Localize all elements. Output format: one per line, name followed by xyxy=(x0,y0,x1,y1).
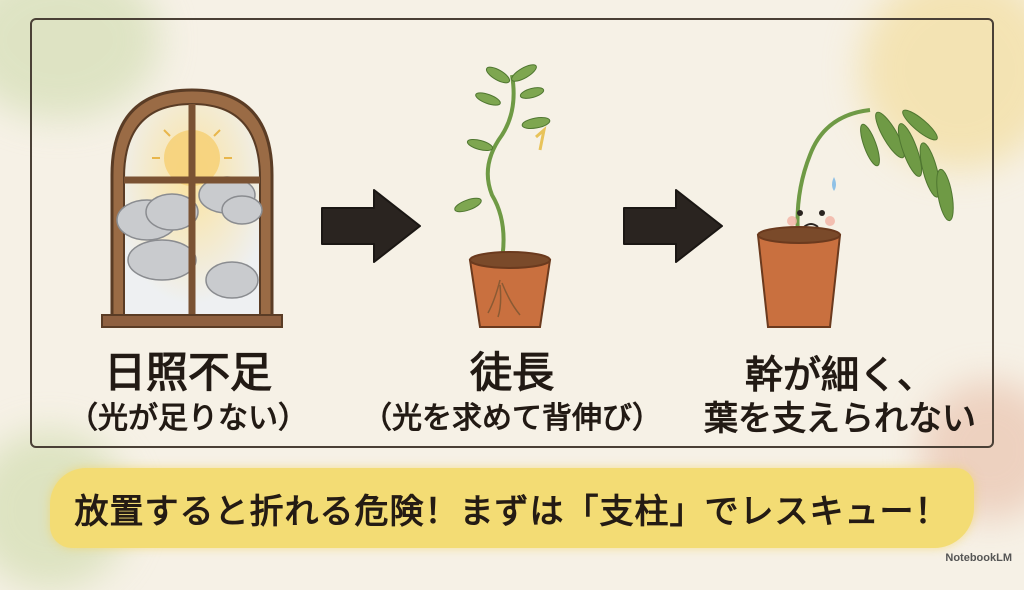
arrow-right-icon xyxy=(318,186,424,270)
credit-label: NotebookLM xyxy=(945,552,1012,564)
step1-title: 日照不足 xyxy=(103,348,272,397)
warning-banner: 放置すると折れる危険！まずは「支柱」でレスキュー！ xyxy=(50,468,974,548)
step3-title: 幹が細く、 xyxy=(744,353,935,397)
banner-text: 放置すると折れる危険！まずは「支柱」でレスキュー！ xyxy=(74,491,950,532)
drooping-plant-icon xyxy=(730,85,980,339)
step2-title: 徒長 xyxy=(469,348,554,397)
step3-subtitle: 葉を支えられない xyxy=(704,399,976,439)
step2-subtitle: （光を求めて背伸び） xyxy=(362,401,662,436)
illustration-frame xyxy=(30,18,994,448)
step1-subtitle: （光が足りない） xyxy=(68,401,308,436)
window-icon xyxy=(92,80,292,334)
arrow-right-icon xyxy=(620,186,726,270)
leggy-plant-icon xyxy=(440,55,580,339)
